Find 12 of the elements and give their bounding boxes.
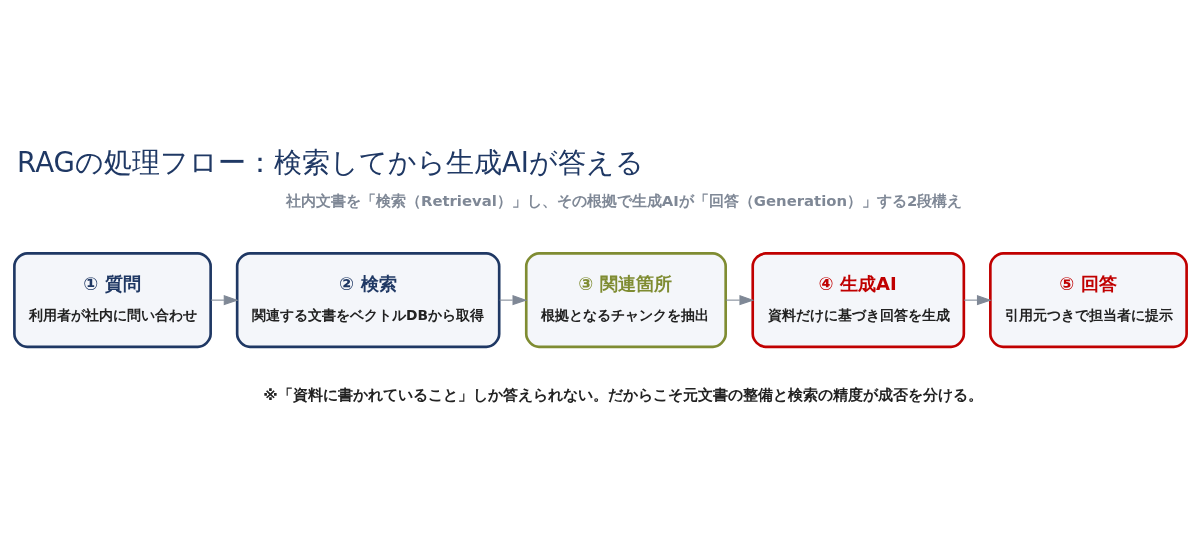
label: ※「資料に書かれていること」しか答えられない。だからこそ元文書の整備と検索の精度が成否を分ける。 bbox=[262, 385, 983, 404]
arrow bbox=[498, 294, 527, 305]
diagram-title: RAGの処理フロー：検索してから生成AIが答える bbox=[16, 145, 644, 179]
arrow bbox=[209, 294, 239, 305]
node-box: ② 検索 関連する文書をベクトルDBから取得 bbox=[235, 251, 500, 348]
arrow bbox=[724, 294, 754, 305]
node-box: ① 質問 利用者が社内に問い合わせ bbox=[12, 251, 212, 348]
node-box: ③ 関連箇所 根拠となるチャンクを抽出 bbox=[524, 251, 727, 348]
node-box: ④ 生成AI 資料だけに基づき回答を生成 bbox=[750, 251, 965, 348]
node-box: ⑤ 回答 引用元つきで担当者に提示 bbox=[988, 251, 1188, 348]
arrow bbox=[962, 294, 992, 305]
label: 社内文書を「検索（Retrieval）」し、その根拠で生成AIが「回答（Generation）」する2段構え bbox=[285, 191, 962, 210]
